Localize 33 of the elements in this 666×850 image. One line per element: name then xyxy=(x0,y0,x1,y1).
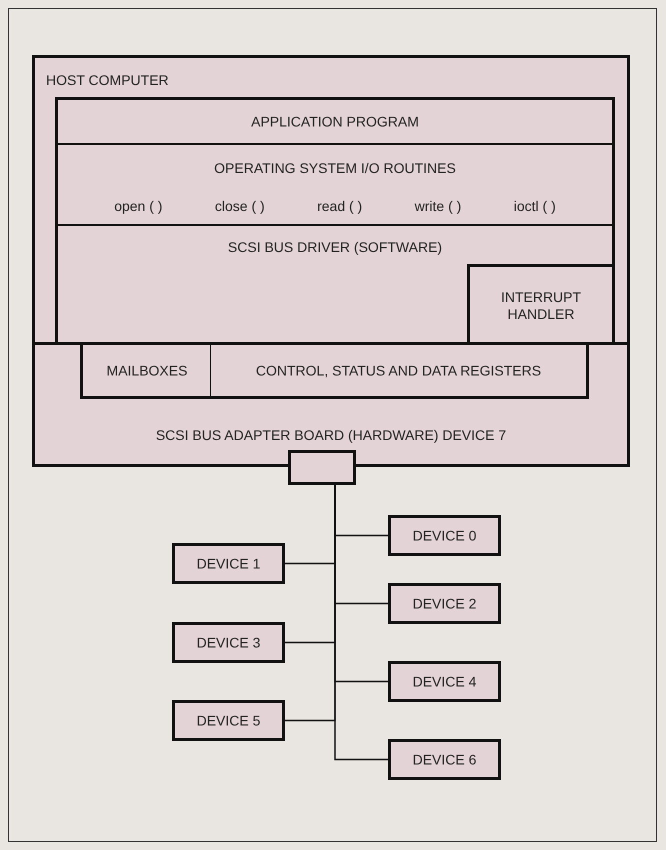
register-box xyxy=(210,342,589,399)
node-label: DEVICE 2 xyxy=(412,595,478,612)
function-label: ioctl ( ) xyxy=(514,198,556,215)
function-label: close ( ) xyxy=(214,198,265,215)
node-label: SCSI BUS ADAPTER BOARD (HARDWARE) DEVICE 7 xyxy=(154,427,508,444)
device-box xyxy=(388,739,501,780)
node-label: DEVICE 4 xyxy=(412,673,478,690)
bus-line xyxy=(334,485,388,760)
node-label: INTERRUPT HANDLER xyxy=(500,289,582,323)
function-label: open ( ) xyxy=(114,198,162,215)
node-label: DEVICE 3 xyxy=(196,634,262,651)
function-label: read ( ) xyxy=(317,198,362,215)
device-box xyxy=(388,661,501,702)
device-box xyxy=(388,515,501,556)
node-label: DEVICE 1 xyxy=(196,555,262,572)
device-box xyxy=(172,543,285,584)
node-label: DEVICE 0 xyxy=(412,527,478,544)
node-label: HOST COMPUTER xyxy=(46,72,169,89)
function-label: write ( ) xyxy=(414,198,462,215)
mailbox-box xyxy=(80,342,212,399)
host-computer-box xyxy=(32,55,630,467)
node-label: CONTROL, STATUS AND DATA REGISTERS xyxy=(254,362,542,379)
interrupt-handler-box xyxy=(467,264,612,345)
device-box xyxy=(172,622,285,663)
device-box xyxy=(172,700,285,741)
node-label: DEVICE 6 xyxy=(412,751,478,768)
node-label: DEVICE 5 xyxy=(196,712,262,729)
node-label: APPLICATION PROGRAM xyxy=(250,113,420,130)
device-box xyxy=(388,583,501,624)
node-label: MAILBOXES xyxy=(106,362,188,379)
node-label: SCSI BUS DRIVER (SOFTWARE) xyxy=(226,239,444,256)
connector-box xyxy=(288,450,356,485)
node-label: OPERATING SYSTEM I/O ROUTINES xyxy=(213,160,457,177)
